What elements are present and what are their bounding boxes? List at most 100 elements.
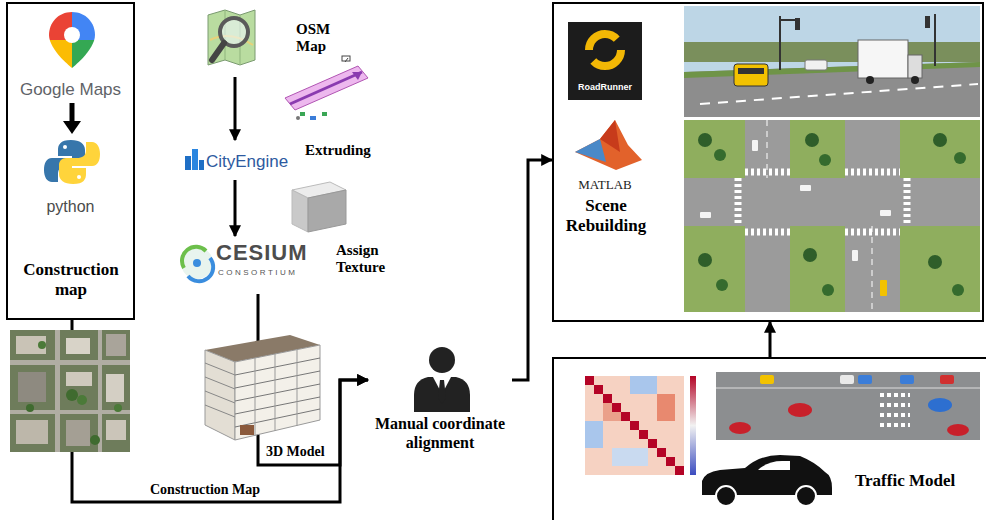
extruded-block bbox=[308, 190, 346, 232]
building-model bbox=[205, 363, 235, 375]
correlation-heatmap bbox=[621, 412, 630, 421]
parking-lot-view bbox=[729, 422, 751, 434]
cesium-icon bbox=[181, 247, 213, 281]
satellite-map bbox=[90, 435, 100, 445]
intersection-topdown bbox=[767, 120, 768, 178]
logo-text: CityEngine bbox=[206, 152, 301, 172]
road-scene-render bbox=[684, 6, 980, 117]
intersection-topdown bbox=[684, 120, 980, 312]
matlab-logo bbox=[575, 120, 642, 170]
correlation-heatmap bbox=[585, 421, 603, 448]
logo-text: python bbox=[8, 198, 133, 216]
actor-step: Manual coordinate alignment bbox=[368, 340, 512, 460]
building-model bbox=[205, 377, 235, 389]
building-model bbox=[235, 409, 320, 427]
satellite-map bbox=[66, 372, 92, 386]
road-scene-render bbox=[734, 64, 768, 86]
cityengine-icon bbox=[185, 156, 191, 170]
panel-title: Traffic Model bbox=[855, 471, 980, 491]
edge-label: 3D Model bbox=[266, 444, 325, 460]
intersection-topdown bbox=[845, 169, 900, 176]
roadrunner-logo bbox=[568, 22, 642, 100]
correlation-heatmap bbox=[657, 394, 675, 421]
satellite-map bbox=[55, 330, 60, 452]
road-scene-render bbox=[866, 76, 874, 84]
intersection-topdown bbox=[845, 229, 900, 236]
correlation-heatmap bbox=[612, 448, 648, 466]
intersection-topdown bbox=[872, 226, 873, 312]
satellite-map bbox=[10, 330, 130, 452]
intersection-topdown bbox=[684, 120, 980, 312]
google-maps-pin bbox=[45, 10, 99, 70]
intersection-topdown bbox=[752, 140, 758, 151]
correlation-heatmap bbox=[603, 394, 612, 403]
parking-lot-view bbox=[880, 423, 910, 427]
logo-text: CONSORTIUM bbox=[218, 268, 330, 277]
satellite-map bbox=[16, 336, 46, 354]
road-scene-render bbox=[858, 40, 908, 78]
building-model bbox=[235, 358, 320, 375]
osm-network-sketch bbox=[290, 72, 362, 104]
road-scene-render bbox=[738, 68, 764, 74]
osm-network-sketch bbox=[322, 112, 327, 116]
python-logo bbox=[63, 145, 67, 149]
road-scene-render bbox=[911, 76, 919, 84]
parking-lot-view bbox=[858, 375, 872, 384]
osm-network-sketch bbox=[342, 56, 350, 61]
road-scene-render bbox=[779, 16, 781, 70]
panel-title: Scene Rebuilding bbox=[560, 196, 652, 237]
road-scene-render bbox=[908, 55, 922, 78]
traffic-panel: Traffic Model bbox=[552, 357, 986, 520]
cesium-icon bbox=[188, 258, 213, 281]
building-model bbox=[205, 350, 235, 440]
satellite-map bbox=[66, 338, 90, 354]
satellite-map bbox=[16, 420, 48, 444]
google-maps-pin bbox=[45, 10, 99, 70]
correlation-heatmap bbox=[666, 457, 675, 466]
parking-lot-view bbox=[716, 372, 980, 440]
panel-title: Construction map bbox=[16, 260, 126, 299]
parking-lot-view bbox=[880, 393, 910, 397]
google-maps-pin bbox=[45, 40, 72, 70]
satellite-map bbox=[18, 372, 46, 402]
intersection-topdown bbox=[928, 255, 942, 269]
building-model bbox=[297, 350, 298, 426]
person-icon bbox=[414, 377, 470, 412]
python-logo bbox=[77, 175, 81, 179]
intersection-topdown bbox=[880, 280, 887, 296]
satellite-map bbox=[106, 420, 126, 440]
osm-network-sketch bbox=[285, 56, 368, 120]
intersection-topdown bbox=[952, 284, 964, 296]
extruded-block bbox=[292, 182, 346, 232]
extruded-block bbox=[292, 190, 308, 232]
intersection-topdown bbox=[819, 154, 831, 166]
step-title: OSM Map bbox=[296, 21, 351, 56]
parking-lot-view bbox=[716, 372, 980, 440]
satellite-map bbox=[66, 420, 90, 446]
cityengine-icon bbox=[185, 149, 204, 170]
satellite-map bbox=[106, 334, 126, 356]
osm-logo bbox=[208, 10, 255, 65]
car-silhouette bbox=[796, 486, 816, 506]
edge-label: Construction Map bbox=[150, 482, 260, 498]
road-scene-render bbox=[684, 6, 980, 117]
down-arrow bbox=[63, 121, 81, 134]
intersection-topdown bbox=[880, 210, 891, 216]
person-icon bbox=[438, 380, 446, 404]
satellite-map bbox=[66, 389, 78, 401]
intersection-topdown bbox=[954, 152, 966, 164]
satellite-map bbox=[10, 360, 130, 365]
flow-arrow bbox=[234, 77, 237, 140]
satellite-map bbox=[10, 330, 130, 452]
satellite-map bbox=[77, 395, 87, 405]
logo-text: CESIUM bbox=[216, 242, 334, 264]
osm-network-sketch bbox=[352, 72, 362, 80]
logo-text: Google Maps bbox=[8, 80, 133, 100]
intersection-topdown bbox=[904, 178, 911, 226]
cesium-icon bbox=[193, 259, 201, 267]
person-icon bbox=[429, 347, 455, 373]
parking-lot-view bbox=[940, 375, 954, 384]
intersection-topdown bbox=[698, 253, 712, 267]
